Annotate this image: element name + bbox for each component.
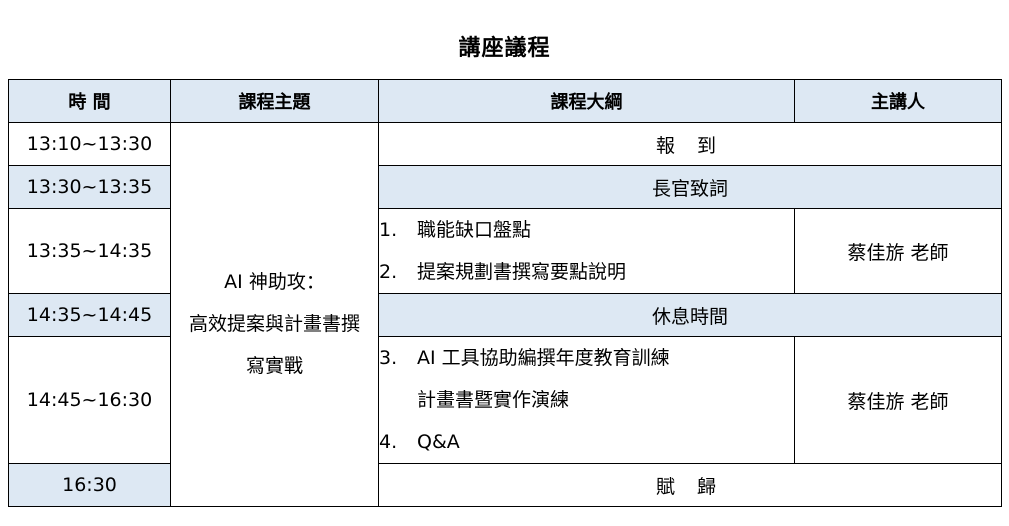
page-title: 講座議程 <box>458 36 551 61</box>
table-row: 13:30~13:35 長官致詞 <box>8 165 1002 209</box>
time-cell: 14:35~14:45 <box>8 293 171 337</box>
outline-cell: 3. AI 工具協助編撰年度教育訓練 計畫書暨實作演練 4. Q&A <box>378 336 795 464</box>
topic-cell: AI 神助攻： 高效提案與計畫書撰 寫實戰 <box>170 122 379 507</box>
outline-cell: 1. 職能缺口盤點 2. 提案規劃書撰寫要點說明 <box>378 208 795 294</box>
table-row: 14:35~14:45 休息時間 <box>8 293 1002 337</box>
item-text: Q&A <box>417 431 460 453</box>
opening-remarks-cell: 長官致詞 <box>378 165 1002 209</box>
item-text: 職能缺口盤點 <box>417 219 532 241</box>
checkin-cell: 報 到 <box>378 122 1002 166</box>
table-row: 14:45~16:30 3. AI 工具協助編撰年度教育訓練 計畫書暨實作演練 … <box>8 336 1002 464</box>
time-cell: 14:45~16:30 <box>8 336 171 464</box>
item-number: 3. <box>379 347 398 369</box>
header-time: 時 間 <box>8 79 171 123</box>
item-number <box>379 379 417 421</box>
item-text: 提案規劃書撰寫要點說明 <box>417 261 627 283</box>
break-cell: 休息時間 <box>378 293 1002 337</box>
header-topic: 課程主題 <box>170 79 379 123</box>
item-number: 1. <box>379 219 398 241</box>
topic-line-1: AI 神助攻： <box>224 270 325 293</box>
header-outline: 課程大綱 <box>378 79 795 123</box>
time-cell: 13:10~13:30 <box>8 122 171 166</box>
header-speaker: 主講人 <box>794 79 1002 123</box>
time-cell: 16:30 <box>8 463 171 507</box>
list-item: 4. Q&A <box>379 421 794 463</box>
item-text: 計畫書暨實作演練 <box>417 389 570 411</box>
speaker-cell: 蔡佳旂 老師 <box>794 208 1002 294</box>
topic-line-2: 高效提案與計畫書撰 <box>188 312 360 335</box>
speaker-cell: 蔡佳旂 老師 <box>794 336 1002 464</box>
list-item: 3. AI 工具協助編撰年度教育訓練 <box>379 337 794 379</box>
item-text: AI 工具協助編撰年度教育訓練 <box>417 347 670 369</box>
agenda-table: 時 間 課程主題 課程大綱 主講人 13:10~13:30 AI 神助攻： 高效… <box>8 79 1002 507</box>
time-cell: 13:35~14:35 <box>8 208 171 294</box>
table-row: 13:10~13:30 AI 神助攻： 高效提案與計畫書撰 寫實戰 報 到 <box>8 122 1002 507</box>
closing-cell: 賦 歸 <box>378 463 1002 507</box>
header-row: 時 間 課程主題 課程大綱 主講人 <box>8 79 1002 123</box>
table-row: 16:30 賦 歸 <box>8 463 1002 507</box>
list-item: 1. 職能缺口盤點 <box>379 209 794 251</box>
list-item: 計畫書暨實作演練 <box>379 379 794 421</box>
table-row: 13:35~14:35 1. 職能缺口盤點 2. 提案規劃書撰寫要點說明 蔡佳旂… <box>8 208 1002 294</box>
list-item: 2. 提案規劃書撰寫要點說明 <box>379 251 794 293</box>
topic-line-3: 寫實戰 <box>245 354 303 377</box>
item-number: 2. <box>379 261 398 283</box>
time-cell: 13:30~13:35 <box>8 165 171 209</box>
item-number: 4. <box>379 431 398 453</box>
